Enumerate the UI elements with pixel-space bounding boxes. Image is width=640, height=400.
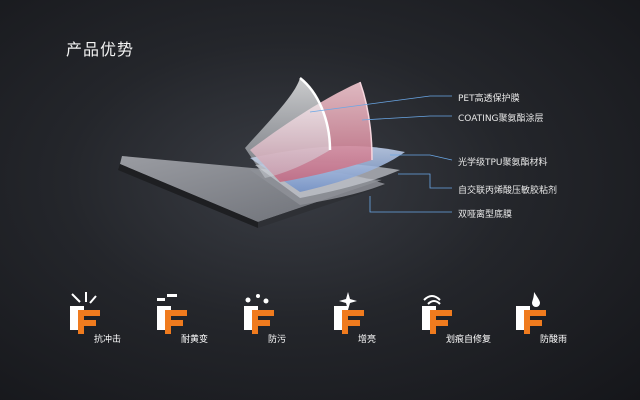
feature-label: 增亮 [358,335,377,345]
layer-pet [245,78,330,178]
feature-label: 防酸雨 [540,335,568,345]
feature-anti-yellowing: 耐黄变 [153,290,243,350]
layer-pet-edge [299,77,332,151]
layer-label-coating: COATING聚氨酯涂层 [458,114,544,124]
feature-stain-resistant: 防污 [240,290,330,350]
layer-label-pet: PET高透保护膜 [458,94,520,104]
impact-icon [70,292,100,334]
layer-diagram [118,77,453,228]
feature-self-healing: 划痕自修复 [418,290,508,350]
layer-label-adhesive: 自交联丙烯酸压敏胶粘剂 [458,186,558,196]
layer-label-tpu: 光学级TPU聚氨酯材料 [458,158,548,168]
stain-resistant-icon [244,294,274,334]
brightening-icon [334,292,364,334]
feature-label: 抗冲击 [94,335,122,345]
layer-label-release-film: 双哑离型底膜 [458,210,513,220]
acid-rain-resistant-icon [516,292,546,334]
feature-impact: 抗冲击 [66,290,156,350]
self-healing-icon [422,295,452,334]
feature-acid-rain-resistant: 防酸雨 [512,290,602,350]
feature-label: 防污 [268,335,287,345]
leader-lines [309,95,453,213]
feature-label: 耐黄变 [181,335,209,345]
feature-label: 划痕自修复 [446,335,492,345]
layer-coating-edge [359,81,373,161]
anti-yellowing-icon [157,294,187,334]
page-title: 产品优势 [66,40,135,59]
feature-brightening: 增亮 [330,290,420,350]
